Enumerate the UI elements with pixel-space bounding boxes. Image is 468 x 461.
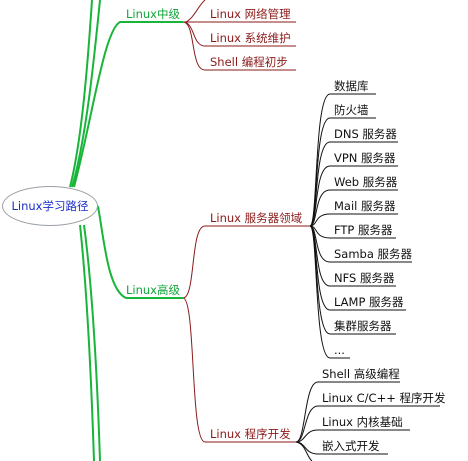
node-mid-child[interactable]: Linux 网络管理: [210, 7, 291, 21]
node-server-child[interactable]: ...: [334, 343, 345, 357]
branch-root-senior: [97, 205, 183, 299]
node-server-child[interactable]: NFS 服务器: [334, 271, 395, 285]
node-server-child[interactable]: 集群服务器: [334, 319, 392, 333]
node-linux-mid[interactable]: Linux中级: [126, 7, 180, 21]
node-mid-child[interactable]: Linux 系统维护: [210, 31, 291, 45]
node-linux-senior[interactable]: Linux高级: [126, 283, 180, 297]
node-mid-child[interactable]: Shell 编程初步: [210, 55, 288, 69]
node-server-child[interactable]: 防火墙: [334, 103, 369, 117]
node-server-child[interactable]: Samba 服务器: [334, 247, 413, 261]
node-dev-child[interactable]: Linux 内核基础: [322, 415, 403, 429]
branch-root-mid: [73, 21, 183, 188]
node-server-child[interactable]: Web 服务器: [334, 175, 398, 189]
node-server-child[interactable]: DNS 服务器: [334, 127, 397, 141]
branch-root-offscreen-top-1: [69, 0, 93, 188]
branch-root-offscreen-bottom-1: [79, 224, 95, 461]
root-node[interactable]: [2, 186, 98, 226]
node-server-child[interactable]: 数据库: [334, 79, 369, 93]
node-server-child[interactable]: VPN 服务器: [334, 151, 396, 165]
branch-root-offscreen-bottom-2: [83, 224, 101, 461]
node-server-domain[interactable]: Linux 服务器领域: [210, 211, 303, 225]
node-dev-child[interactable]: 嵌入式开发: [322, 439, 380, 453]
node-program-dev[interactable]: Linux 程序开发: [210, 427, 291, 441]
root-label: Linux学习路径: [11, 199, 89, 213]
node-server-child[interactable]: LAMP 服务器: [334, 295, 404, 309]
node-dev-child[interactable]: Shell 高级编程: [322, 367, 400, 381]
branch-root-offscreen-top-2: [71, 0, 101, 188]
node-server-child[interactable]: FTP 服务器: [334, 223, 393, 237]
node-server-child[interactable]: Mail 服务器: [334, 199, 396, 213]
node-dev-child[interactable]: Linux C/C++ 程序开发: [322, 391, 446, 405]
